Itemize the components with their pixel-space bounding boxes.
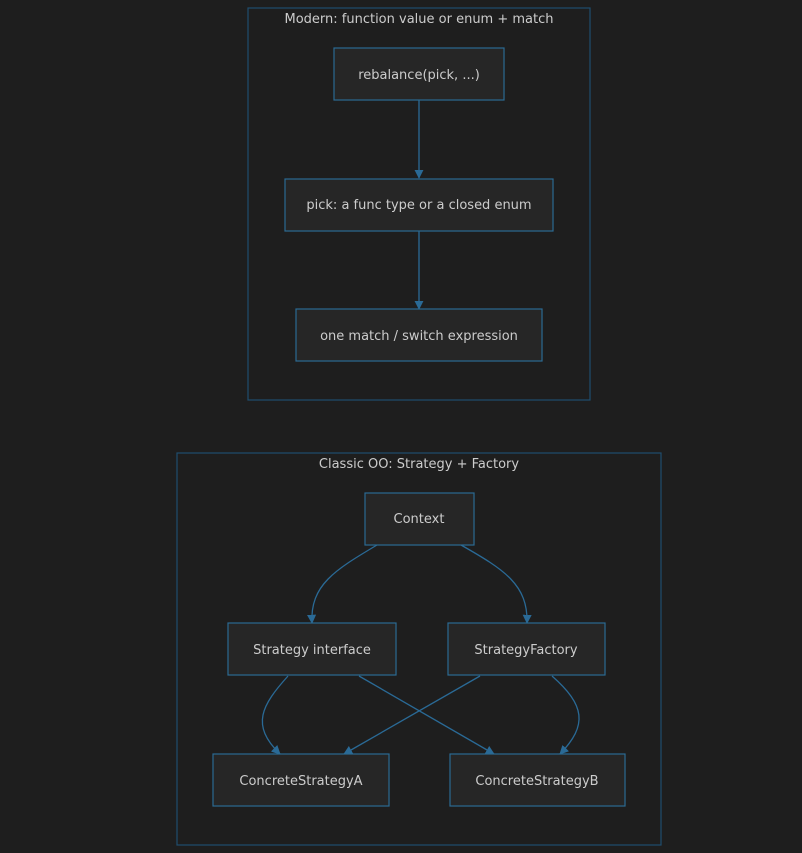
- node-strategy-factory[interactable]: StrategyFactory: [447, 622, 606, 676]
- node-match[interactable]: one match / switch expression: [295, 308, 543, 362]
- node-pick[interactable]: pick: a func type or a closed enum: [284, 178, 554, 232]
- node-pick-label: pick: a func type or a closed enum: [306, 198, 531, 213]
- edge-context-to-factory: [460, 544, 532, 624]
- node-rebalance-label: rebalance(pick, ...): [358, 68, 480, 83]
- edge-strategy-to-concrete-a: [261, 675, 289, 755]
- node-concrete-strategy-b[interactable]: ConcreteStrategyB: [449, 753, 626, 807]
- node-rebalance[interactable]: rebalance(pick, ...): [333, 47, 505, 101]
- edge-strategy-to-concrete-b: [358, 675, 495, 755]
- edge-factory-to-concrete-b: [551, 675, 580, 755]
- edge-context-to-strategy: [307, 544, 378, 624]
- edge-factory-to-concrete-a: [343, 675, 481, 755]
- node-strategy-interface-label: Strategy interface: [253, 643, 371, 658]
- node-concrete-strategy-b-label: ConcreteStrategyB: [475, 774, 598, 789]
- node-context-label: Context: [394, 512, 445, 527]
- node-concrete-strategy-a[interactable]: ConcreteStrategyA: [212, 753, 390, 807]
- cluster-classic-title: Classic OO: Strategy + Factory: [319, 457, 519, 472]
- node-context[interactable]: Context: [364, 492, 475, 546]
- cluster-modern-title: Modern: function value or enum + match: [284, 12, 553, 27]
- edges: [261, 100, 580, 755]
- node-concrete-strategy-a-label: ConcreteStrategyA: [239, 774, 362, 789]
- node-strategy-factory-label: StrategyFactory: [474, 643, 577, 658]
- node-match-label: one match / switch expression: [320, 329, 518, 344]
- node-strategy-interface[interactable]: Strategy interface: [227, 622, 397, 676]
